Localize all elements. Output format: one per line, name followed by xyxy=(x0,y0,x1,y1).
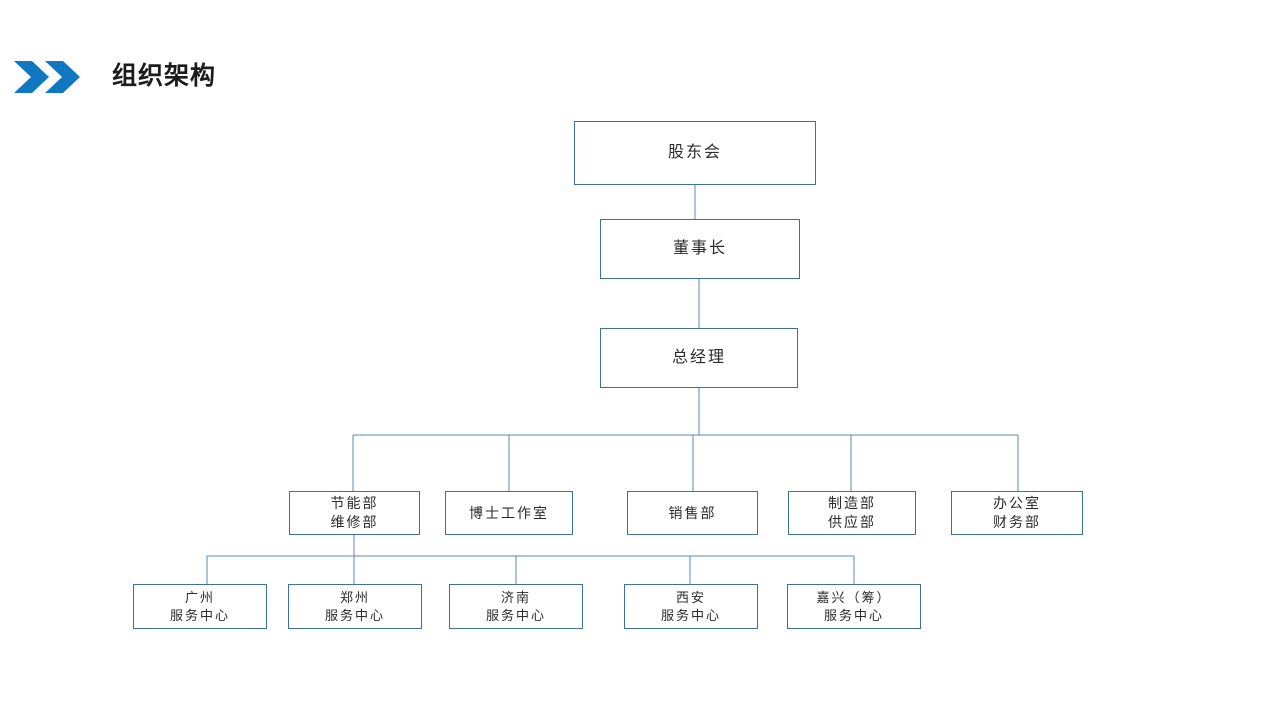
org-node-dept-sales[interactable]: 销售部 xyxy=(627,491,758,535)
org-node-sc-jinan[interactable]: 济南服务中心 xyxy=(449,584,583,629)
page-title: 组织架构 xyxy=(112,62,217,90)
org-node-label: 办公室 xyxy=(993,495,1041,511)
org-node-label: 西安 xyxy=(675,589,706,605)
org-node-sc-jiaxing[interactable]: 嘉兴（筹） 服务中心 xyxy=(787,584,921,629)
org-node-label: 服务中心 xyxy=(324,607,385,623)
org-node-label: 嘉兴（筹） xyxy=(816,589,892,605)
org-node-label: 服务中心 xyxy=(485,607,546,623)
org-node-shareholders[interactable]: 股东会 xyxy=(574,121,816,185)
org-node-label: 维修部 xyxy=(330,514,379,530)
org-node-sc-guangzhou[interactable]: 广州服务中心 xyxy=(133,584,267,629)
org-node-label: 服务中心 xyxy=(169,607,230,623)
org-node-label: 济南 xyxy=(500,589,531,605)
org-node-dept-manufacturing[interactable]: 制造部供应部 xyxy=(788,491,916,535)
org-node-label: 郑州 xyxy=(339,589,370,605)
org-node-label: 博士工作室 xyxy=(469,504,549,521)
org-node-sc-xian[interactable]: 西安服务中心 xyxy=(624,584,758,629)
org-node-label: 服务中心 xyxy=(823,607,884,623)
double-chevron-right-icon xyxy=(14,60,84,94)
org-node-label: 制造部 xyxy=(828,495,876,511)
org-node-label: 节能部 xyxy=(330,495,379,511)
org-node-label: 服务中心 xyxy=(660,607,721,623)
org-node-label: 总经理 xyxy=(671,349,726,366)
org-node-label: 供应部 xyxy=(828,514,876,530)
slide-header: 组织架构 xyxy=(0,48,1280,104)
org-node-general-manager[interactable]: 总经理 xyxy=(600,328,798,388)
org-node-label: 广州 xyxy=(184,589,215,605)
org-node-sc-zhengzhou[interactable]: 郑州服务中心 xyxy=(288,584,422,629)
org-node-label: 销售部 xyxy=(668,504,717,521)
org-node-label: 财务部 xyxy=(993,514,1041,530)
org-node-label: 股东会 xyxy=(667,144,722,161)
org-node-dept-office[interactable]: 办公室财务部 xyxy=(951,491,1083,535)
org-node-chairman[interactable]: 董事长 xyxy=(600,219,800,279)
org-node-dept-doctor-studio[interactable]: 博士工作室 xyxy=(445,491,573,535)
org-node-dept-energy[interactable]: 节能部维修部 xyxy=(289,491,420,535)
org-node-label: 董事长 xyxy=(672,240,727,257)
